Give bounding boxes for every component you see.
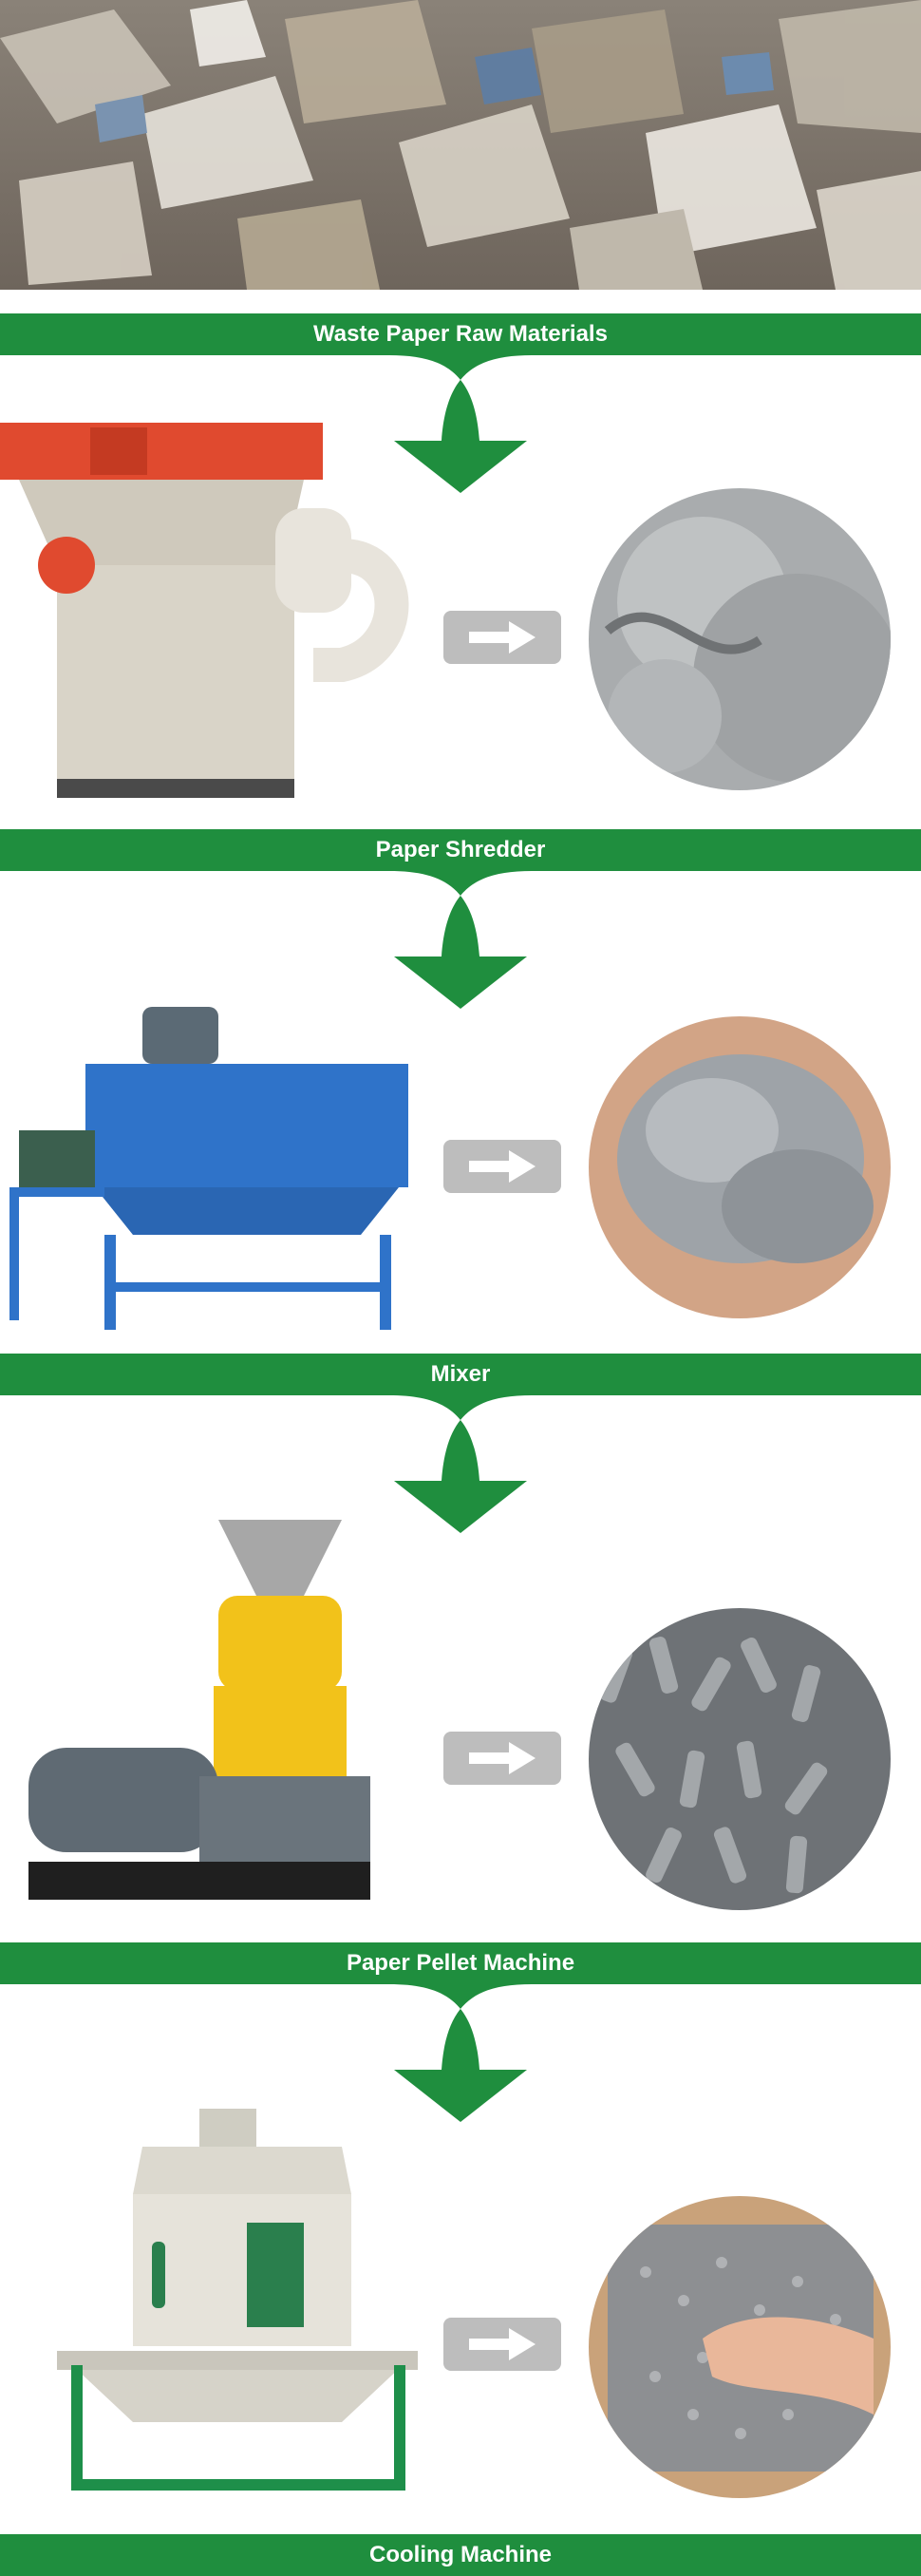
down-arrow-icon: [0, 355, 921, 526]
mixer-machine-image: [0, 997, 418, 1335]
flow-arrow-button: [443, 2318, 561, 2371]
right-arrow-icon: [469, 1742, 536, 1774]
right-arrow-icon: [469, 2328, 536, 2360]
step-banner-mixer: Mixer: [0, 1354, 921, 1395]
shredded-paper-photo: [589, 488, 891, 790]
cooled-pellets-photo: [589, 2196, 891, 2498]
step-banner-paper-shredder: Paper Shredder: [0, 829, 921, 871]
pellet-machine-image: [28, 1520, 408, 1909]
step-label-pellet-machine: Paper Pellet Machine: [346, 1950, 575, 1976]
step-label-mixer: Mixer: [430, 1361, 491, 1387]
down-arrow-icon: [0, 1395, 921, 1566]
step-banner-raw-materials: Waste Paper Raw Materials: [0, 313, 921, 355]
down-arrow-icon: [0, 1984, 921, 2155]
flow-arrow-button: [443, 1732, 561, 1785]
mixed-paper-photo: [589, 1016, 891, 1318]
waste-paper-photo: [0, 0, 921, 290]
step-banner-pellet-machine: Paper Pellet Machine: [0, 1942, 921, 1984]
right-arrow-icon: [469, 621, 536, 653]
right-arrow-icon: [469, 1150, 536, 1183]
step-label-paper-shredder: Paper Shredder: [375, 837, 546, 862]
step-label-raw-materials: Waste Paper Raw Materials: [313, 321, 608, 347]
down-arrow-icon: [0, 871, 921, 1042]
flow-arrow-button: [443, 611, 561, 664]
paper-pellets-photo: [589, 1608, 891, 1910]
cooling-machine-image: [57, 2109, 418, 2508]
flow-arrow-button: [443, 1140, 561, 1193]
step-label-cooling-machine: Cooling Machine: [369, 2542, 552, 2567]
shredder-machine-image: [0, 413, 418, 803]
step-banner-cooling-machine: Cooling Machine: [0, 2534, 921, 2576]
